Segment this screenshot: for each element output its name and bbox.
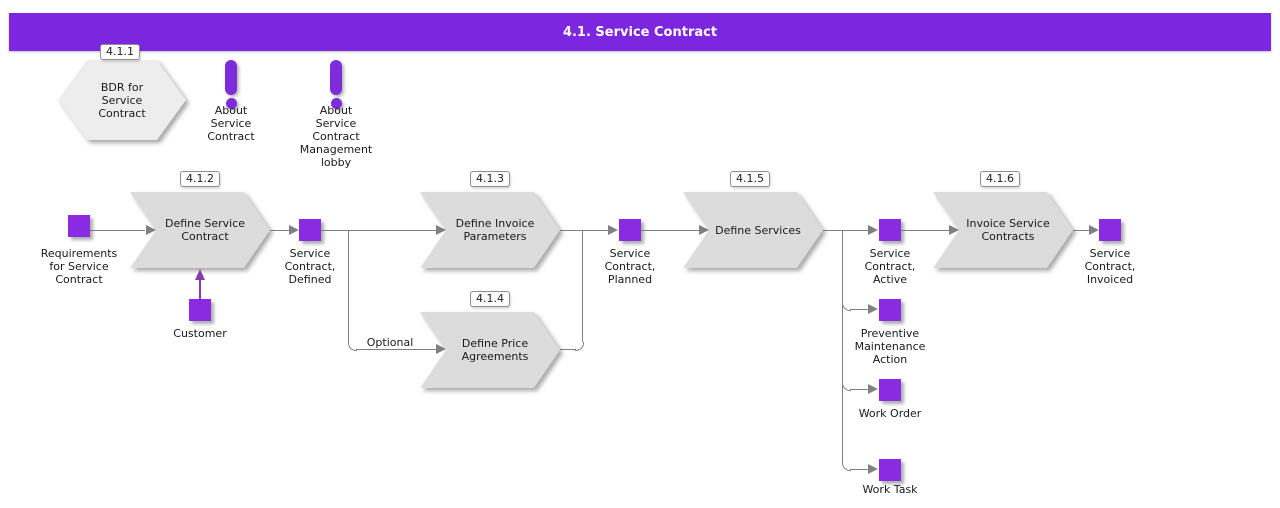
event-label: Requirements for Service Contract [40,247,118,286]
event-service-contract-invoiced [1099,219,1121,241]
arrowhead-right-icon [949,225,959,235]
arrowhead-up-icon [195,269,205,280]
exclamation-icon[interactable] [330,60,342,95]
process-label: Invoice Service Contracts [966,217,1050,243]
arrowhead-right-icon [868,225,878,235]
customer-connector-line [199,280,201,299]
process-define-service-contract[interactable]: Define Service Contract [130,192,270,268]
connector-line [1073,230,1090,231]
event-label: Service Contract, Active [864,247,916,286]
arrowhead-right-icon [868,464,878,474]
exclamation-dot-icon[interactable] [331,98,342,109]
exclamation-dot-icon[interactable] [226,98,237,109]
connector-corner [348,342,357,351]
event-requirements-for-service-contract [68,215,90,237]
process-wrap: Define Price Agreements [420,312,560,388]
arrowhead-right-icon [868,304,878,314]
badge-4-1-4: 4.1.4 [470,291,510,307]
badge-4-1-6: 4.1.6 [980,171,1020,187]
event-label: Customer [173,327,227,340]
event-preventive-maintenance-action [879,299,901,321]
connector-line [90,230,145,231]
connector-line [560,349,576,350]
event-service-contract-active [879,219,901,241]
process-label: Define Price Agreements [461,337,529,363]
connector-line [582,231,583,342]
process-define-invoice-parameters[interactable]: Define Invoice Parameters [420,192,560,268]
process-wrap: Define Invoice Parameters [420,192,560,268]
event-service-contract-planned [619,219,641,241]
connector-line [270,230,289,231]
arrowhead-right-icon [608,225,618,235]
exclamation-icon[interactable] [225,60,237,95]
connector-line [560,230,608,231]
badge-4-1-2: 4.1.2 [180,171,220,187]
connector-line [641,230,699,231]
event-work-task [879,459,901,481]
connector-line [842,231,843,462]
event-work-order [879,379,901,401]
process-invoice-service-contracts[interactable]: Invoice Service Contracts [933,192,1073,268]
connector-corner [842,382,851,391]
event-label: Work Order [858,407,922,420]
event-service-contract-defined [299,219,321,241]
process-label: Define Service Contract [164,217,246,243]
about-service-contract-label: About Service Contract [207,104,255,143]
bdr-hexagon-label: BDR for Service Contract [98,80,146,120]
connector-line [850,389,868,390]
arrowhead-right-icon [1089,225,1099,235]
title-banner: 4.1. Service Contract [9,13,1271,51]
badge-4-1-1: 4.1.1 [100,44,140,60]
connector-line [348,231,349,342]
event-label: Service Contract, Planned [604,247,656,286]
arrowhead-right-icon [868,384,878,394]
arrowhead-right-icon [699,225,709,235]
connector-line [850,309,868,310]
connector-line [321,230,436,231]
event-label: Service Contract, Defined [284,247,336,286]
connector-line [850,469,868,470]
event-label: Preventive Maintenance Action [854,327,926,366]
event-customer [189,299,211,321]
process-define-price-agreements[interactable]: Define Price Agreements [420,312,560,388]
arrowhead-right-icon [436,344,446,354]
process-wrap: Define Service Contract [130,192,270,268]
connector-corner [842,462,851,471]
event-label: Work Task [862,483,918,496]
arrowhead-right-icon [146,225,156,235]
connector-line [823,230,868,231]
badge-4-1-3: 4.1.3 [470,171,510,187]
page-title: 4.1. Service Contract [562,24,718,40]
optional-edge-label: Optional [366,336,414,349]
process-define-services[interactable]: Define Services [683,192,823,268]
bdr-hexagon-wrap: BDR for Service Contract [58,60,186,140]
about-service-contract-management-lobby-label: About Service Contract Management lobby [299,104,373,169]
process-wrap: Invoice Service Contracts [933,192,1073,268]
badge-4-1-5: 4.1.5 [730,171,770,187]
process-wrap: Define Services [683,192,823,268]
process-label: Define Services [715,223,801,237]
arrowhead-right-icon [436,225,446,235]
event-label: Service Contract, Invoiced [1084,247,1136,286]
arrowhead-right-icon [289,225,299,235]
connector-line [356,349,436,350]
connector-corner [842,302,851,311]
bdr-hexagon-node[interactable]: BDR for Service Contract [58,60,186,140]
connector-corner [575,342,584,351]
process-label: Define Invoice Parameters [455,217,535,243]
connector-line [901,230,949,231]
